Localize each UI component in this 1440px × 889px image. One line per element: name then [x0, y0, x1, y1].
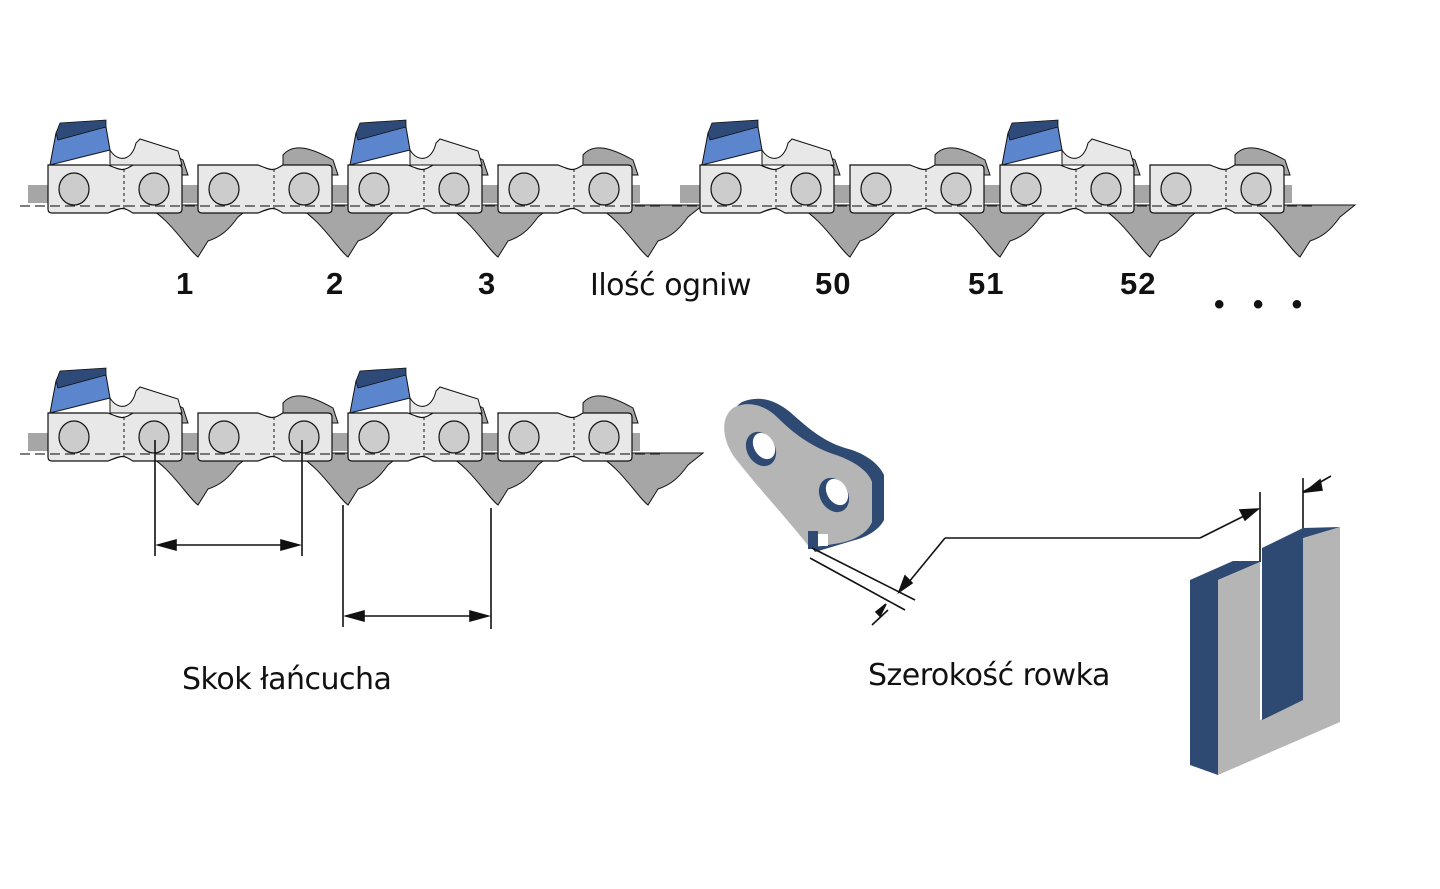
isometric-drive-link	[724, 398, 884, 552]
link-number-52: 52	[1120, 266, 1157, 301]
depth-gauge	[1061, 138, 1135, 166]
cutter-top	[707, 119, 759, 141]
depth-gauge	[409, 138, 483, 166]
link-number-3: 3	[478, 266, 497, 301]
arrow-icon	[874, 603, 887, 618]
rivet	[1240, 172, 1272, 206]
drive-link-tang	[794, 204, 907, 258]
drive-link-tang	[142, 452, 255, 506]
rivet	[1010, 172, 1042, 206]
depth-gauge	[761, 138, 835, 166]
depth-gauge	[109, 138, 183, 166]
gauge-caption: Szerokość rowka	[868, 658, 1110, 693]
arrow-right-icon	[280, 538, 302, 552]
cutter-top	[1007, 119, 1059, 141]
rivet	[940, 172, 972, 206]
rivet	[208, 420, 240, 454]
rivet	[508, 420, 540, 454]
rivet	[710, 172, 742, 206]
depth-gauge	[409, 386, 483, 414]
cutter-top	[55, 367, 107, 389]
pitch-dimension-drivelink	[342, 505, 492, 629]
link-number-50: 50	[815, 266, 852, 301]
rivet	[1160, 172, 1192, 206]
arrow-icon	[1238, 508, 1261, 522]
drive-link-tang	[292, 452, 405, 506]
rivet	[58, 172, 90, 206]
link-number-51: 51	[968, 266, 1005, 301]
rivet	[860, 172, 892, 206]
link-number-1: 1	[176, 266, 195, 301]
rivet	[1090, 172, 1122, 206]
drive-link-tang	[442, 204, 555, 258]
cutter-top	[355, 367, 407, 389]
rivet	[508, 172, 540, 206]
rivet	[208, 172, 240, 206]
rivet	[438, 420, 470, 454]
drive-link-tang	[592, 204, 705, 258]
rivet	[288, 172, 320, 206]
cutter-top	[55, 119, 107, 141]
drive-link-tang	[1244, 204, 1357, 258]
chain-top-left	[20, 119, 705, 258]
chain-bottom	[20, 367, 705, 506]
rivet	[588, 420, 620, 454]
ellipsis: • • •	[1214, 288, 1313, 321]
arrow-right-icon	[469, 609, 491, 623]
arrow-icon	[897, 574, 914, 595]
bar-groove-profile	[1190, 527, 1340, 775]
rivet	[790, 172, 822, 206]
arrow-left-icon	[155, 538, 177, 552]
pitch-caption: Skok łańcucha	[182, 662, 392, 697]
arrow-icon	[1302, 478, 1323, 494]
rivet	[138, 420, 170, 454]
drive-link-tang	[1094, 204, 1207, 258]
rivet	[288, 420, 320, 454]
link-count-caption: Ilość ogniw	[590, 268, 751, 303]
rivet	[358, 420, 390, 454]
drive-link-tang	[142, 204, 255, 258]
rivet	[358, 172, 390, 206]
arrow-left-icon	[343, 609, 365, 623]
rivet	[438, 172, 470, 206]
link-number-2: 2	[326, 266, 345, 301]
drive-link-tang	[944, 204, 1057, 258]
depth-gauge	[109, 386, 183, 414]
pitch-dimension-rivet	[154, 440, 303, 556]
chain-top-right	[672, 119, 1357, 258]
cutter-top	[355, 119, 407, 141]
rivet	[58, 420, 90, 454]
drive-link-tang	[592, 452, 705, 506]
rivet	[138, 172, 170, 206]
rivet	[588, 172, 620, 206]
drive-link-tang	[292, 204, 405, 258]
gauge-dimension	[809, 475, 1332, 626]
drive-link-tang	[442, 452, 555, 506]
